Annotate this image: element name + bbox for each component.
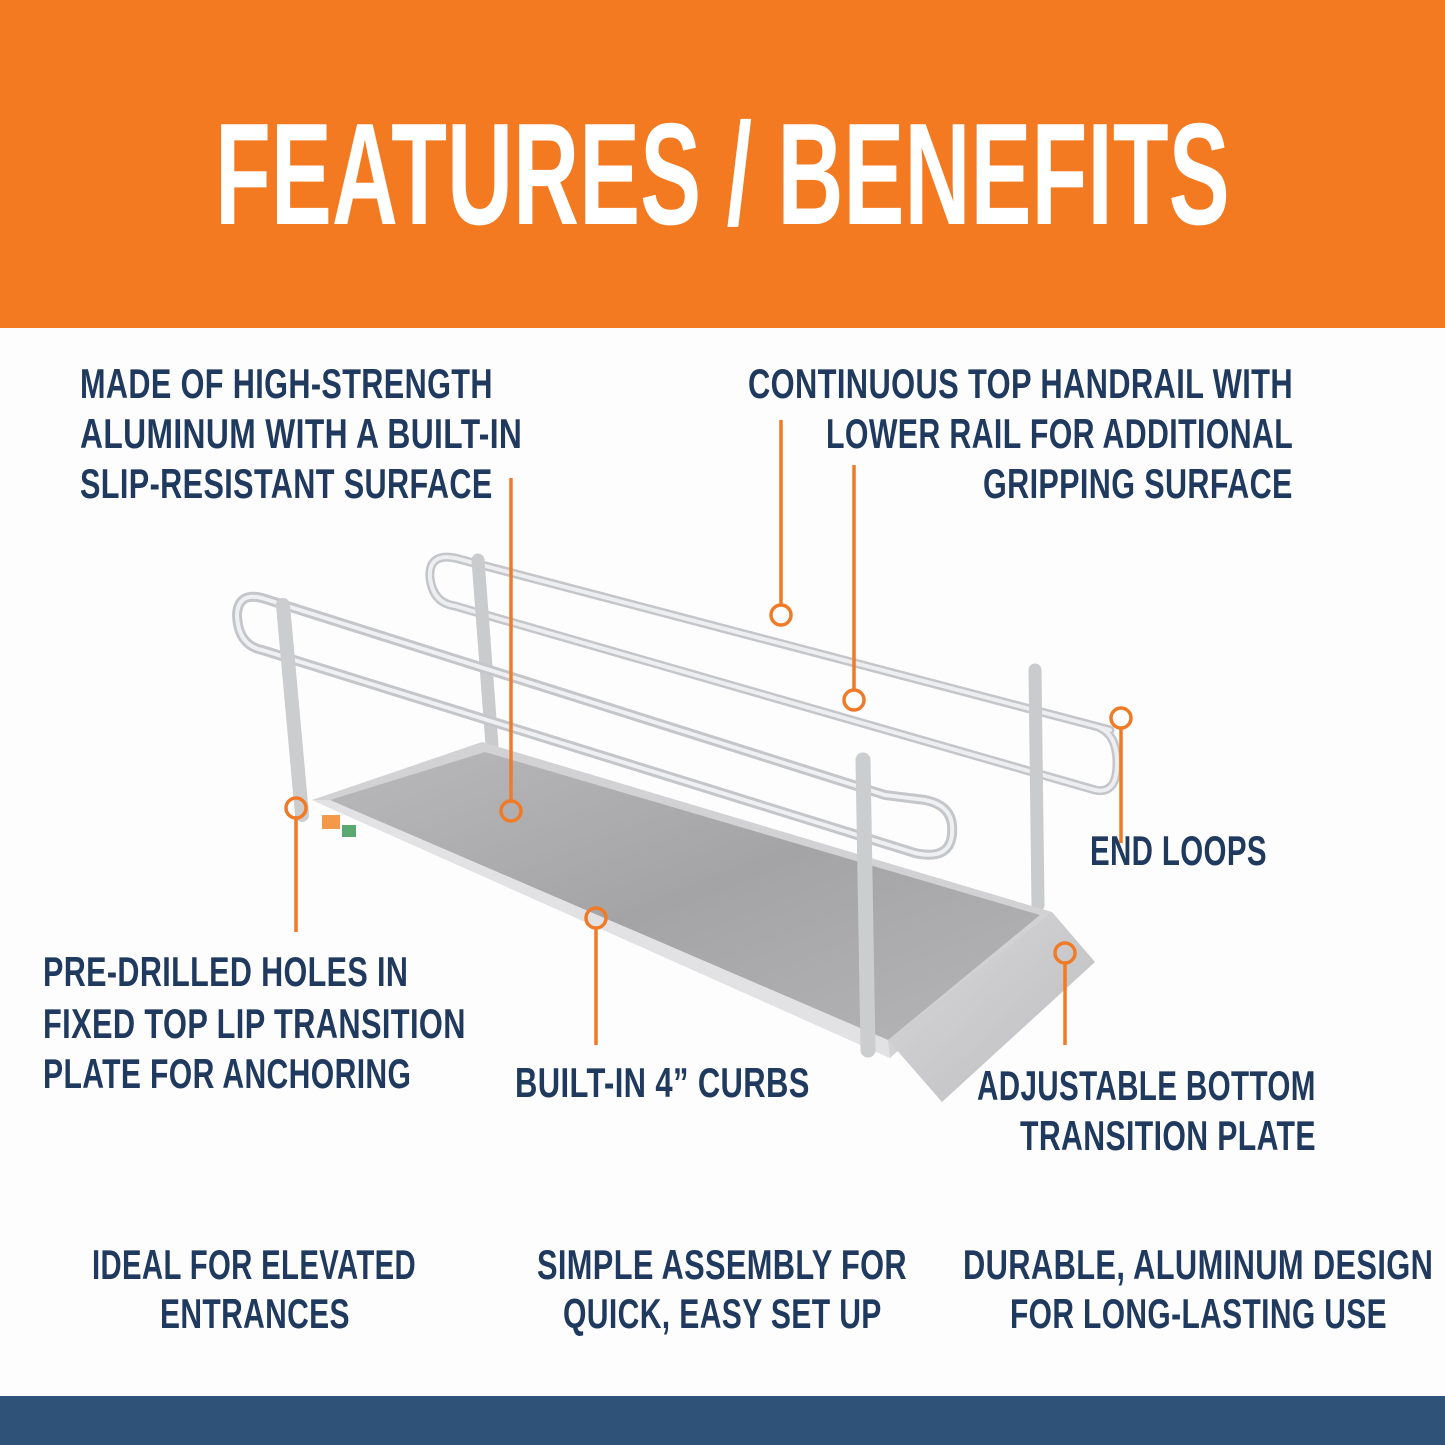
benefit-elevated: ENTRANCES <box>160 1290 350 1337</box>
benefit-assembly: SIMPLE ASSEMBLY FOR <box>537 1241 908 1288</box>
benefit-durable: FOR LONG-LASTING USE <box>1010 1290 1387 1337</box>
callout-plate-line: ADJUSTABLE BOTTOM <box>977 1062 1316 1109</box>
callout-marker-surface <box>499 799 523 823</box>
callout-curbs: BUILT-IN 4” CURBS <box>515 1059 810 1106</box>
callout-material-line: MADE OF HIGH-STRENGTH <box>80 360 493 407</box>
benefit-elevated: IDEAL FOR ELEVATED <box>92 1241 417 1288</box>
header-banner <box>0 0 1445 328</box>
bottom-transition-plate <box>888 912 1095 1102</box>
label-sticker <box>342 825 356 837</box>
callout-holes-line: PRE-DRILLED HOLES IN <box>43 948 409 995</box>
footer-band <box>0 1396 1445 1445</box>
ramp-deck <box>312 742 1095 1102</box>
callout-holes-line: PLATE FOR ANCHORING <box>43 1050 412 1097</box>
callout-handrail-line: GRIPPING SURFACE <box>983 460 1293 507</box>
callout-marker-lower-rail <box>842 688 866 712</box>
callout-end-loops: END LOOPS <box>1090 827 1267 874</box>
page-title: FEATURES / BENEFITS <box>215 93 1230 255</box>
benefit-assembly: QUICK, EASY SET UP <box>563 1290 882 1337</box>
callout-holes-line: FIXED TOP LIP TRANSITION <box>43 1000 466 1047</box>
callout-material-line: ALUMINUM WITH A BUILT-IN <box>80 410 523 457</box>
callout-lines <box>284 420 1133 1045</box>
back-handrail <box>425 552 1122 912</box>
label-sticker <box>322 815 340 829</box>
front-handrail <box>231 591 958 1058</box>
callout-handrail-line: CONTINUOUS TOP HANDRAIL WITH <box>748 360 1294 407</box>
callout-marker-curb <box>584 906 608 930</box>
callout-marker-end-loop <box>1109 706 1133 730</box>
callout-material-line: SLIP-RESISTANT SURFACE <box>80 460 493 507</box>
callout-handrail-line: LOWER RAIL FOR ADDITIONAL <box>826 410 1294 457</box>
callout-marker-top-rail <box>769 603 793 627</box>
benefit-durable: DURABLE, ALUMINUM DESIGN <box>963 1241 1434 1288</box>
callout-marker-holes <box>284 796 308 820</box>
callout-marker-plate <box>1053 941 1077 965</box>
callout-plate-line: TRANSITION PLATE <box>1020 1112 1316 1159</box>
